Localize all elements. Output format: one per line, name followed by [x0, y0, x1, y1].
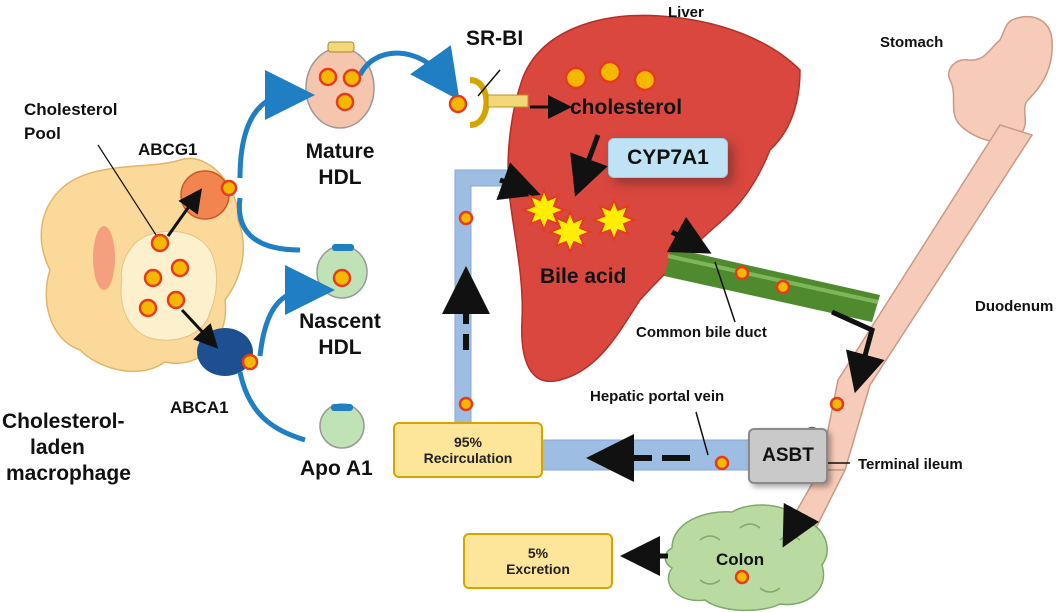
colon-label: Colon [716, 550, 765, 569]
apo-a1-particle [319, 403, 365, 449]
macrophage-label-line3: macrophage [6, 462, 131, 485]
recirculation-box: 95% Recirculation [393, 422, 543, 478]
sr-bi-label: SR-BI [466, 27, 524, 50]
cholesterol-pool-label-line1: Cholesterol [24, 100, 118, 119]
abca1-label: ABCA1 [170, 398, 229, 417]
liver-label: Liver [668, 4, 704, 21]
mature-hdl-particle [305, 41, 375, 129]
hepatic-portal-vein-label: Hepatic portal vein [590, 388, 725, 405]
duodenum-label: Duodenum [975, 298, 1054, 315]
asbt-label: ASBT [762, 445, 814, 466]
excretion-percent: 5% [527, 545, 549, 561]
cyp7a1-label: CYP7A1 [627, 146, 709, 169]
cholesterol-label: cholesterol [570, 96, 683, 119]
asbt-box: ASBT [748, 428, 828, 484]
macrophage-label-line1: Cholesterol- [2, 410, 125, 433]
common-bile-duct-label: Common bile duct [636, 324, 767, 341]
terminal-ileum-label: Terminal ileum [858, 456, 963, 473]
mature-hdl-label-line1: Mature [305, 140, 375, 163]
pathway-arrows [97, 69, 885, 576]
stomach-label: Stomach [880, 34, 944, 51]
bile-acid-label: Bile acid [540, 265, 627, 288]
cholesterol-dots [138, 60, 845, 585]
cholesterol-pool-label-line2: Pool [24, 124, 61, 143]
nascent-hdl-label-line2: HDL [318, 336, 362, 359]
apo-a1-label: Apo A1 [300, 457, 373, 480]
nascent-hdl-label-line1: Nascent [299, 310, 381, 333]
excretion-box: 5% Excretion [463, 533, 613, 589]
cyp7a1-box: CYP7A1 [608, 138, 728, 178]
macrophage-label-line2: laden [30, 436, 85, 459]
sr-bi-receptor [469, 77, 529, 128]
abcg1-transporter [180, 170, 230, 220]
common-bile-duct [664, 248, 880, 322]
mature-hdl-label-line2: HDL [318, 166, 362, 189]
excretion-label: Excretion [506, 561, 570, 577]
bile-acid-particles [521, 187, 637, 255]
abcg1-label: ABCG1 [138, 140, 198, 159]
efflux-arrows [236, 45, 460, 443]
recirculation-percent: 95% [453, 434, 483, 450]
recirculation-label: Recirculation [423, 450, 513, 466]
